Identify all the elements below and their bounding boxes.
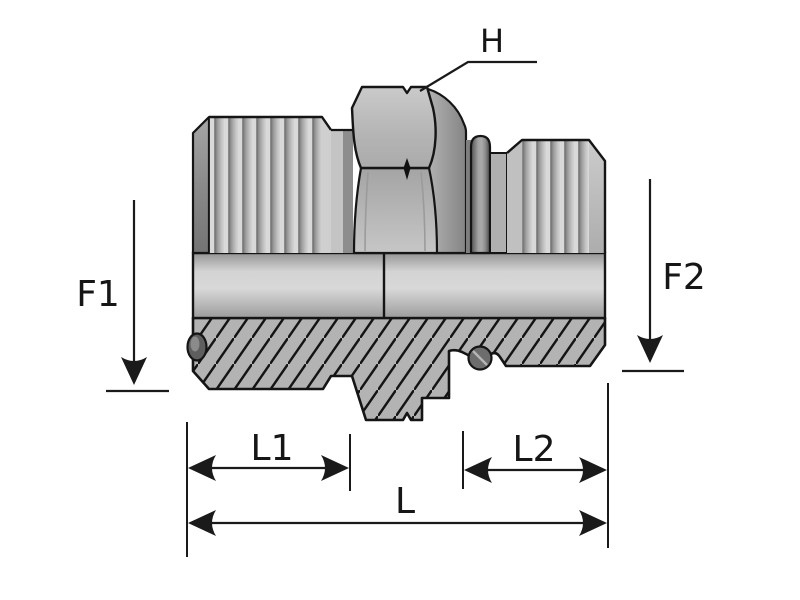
- f1-arrowhead: [121, 357, 147, 385]
- o-ring-right-highlight: [472, 350, 488, 366]
- right-thread-ledge: [489, 152, 508, 254]
- l-arrowhead-left: [188, 510, 216, 536]
- hex-nut-upper-face: [350, 85, 437, 170]
- dim-label-f1: F1: [76, 274, 120, 315]
- bore-cylinder: [191, 251, 607, 320]
- hex-shadow-strip: [343, 130, 353, 253]
- right-thread-end-chamfer: [589, 140, 605, 253]
- l2-arrowhead-left: [464, 457, 492, 483]
- l1-arrowhead-right: [321, 455, 349, 481]
- oring-groove-shadow: [466, 140, 472, 253]
- hex-side-facet: [426, 87, 468, 255]
- h-leader-line: [419, 60, 537, 92]
- left-thread-outline: [209, 115, 332, 131]
- f2-arrowhead: [637, 335, 663, 363]
- hex-facet-edge-right: [420, 171, 426, 252]
- hex-facet-edge-left: [364, 171, 369, 252]
- dim-label-l: L: [395, 481, 415, 522]
- left-male-thread: [209, 117, 322, 253]
- right-thread-outline: [506, 138, 607, 253]
- dim-label-l1: L1: [251, 428, 294, 469]
- l2-arrowhead-right: [579, 457, 607, 483]
- right-male-thread: [522, 140, 589, 253]
- left-seal-band: [191, 115, 211, 255]
- l-arrowhead-right: [579, 510, 607, 536]
- hex-edge-mark: [403, 158, 411, 180]
- dim-label-f2: F2: [662, 257, 706, 298]
- hex-nut-lower-face: [352, 166, 439, 255]
- dim-label-h: H: [480, 22, 504, 60]
- l1-arrowhead-left: [188, 455, 216, 481]
- left-thread-chamfer: [322, 117, 331, 253]
- dim-label-l2: L2: [513, 429, 556, 470]
- o-ring-seal-right: [469, 134, 492, 255]
- o-ring-seal-left-highlight: [190, 336, 200, 352]
